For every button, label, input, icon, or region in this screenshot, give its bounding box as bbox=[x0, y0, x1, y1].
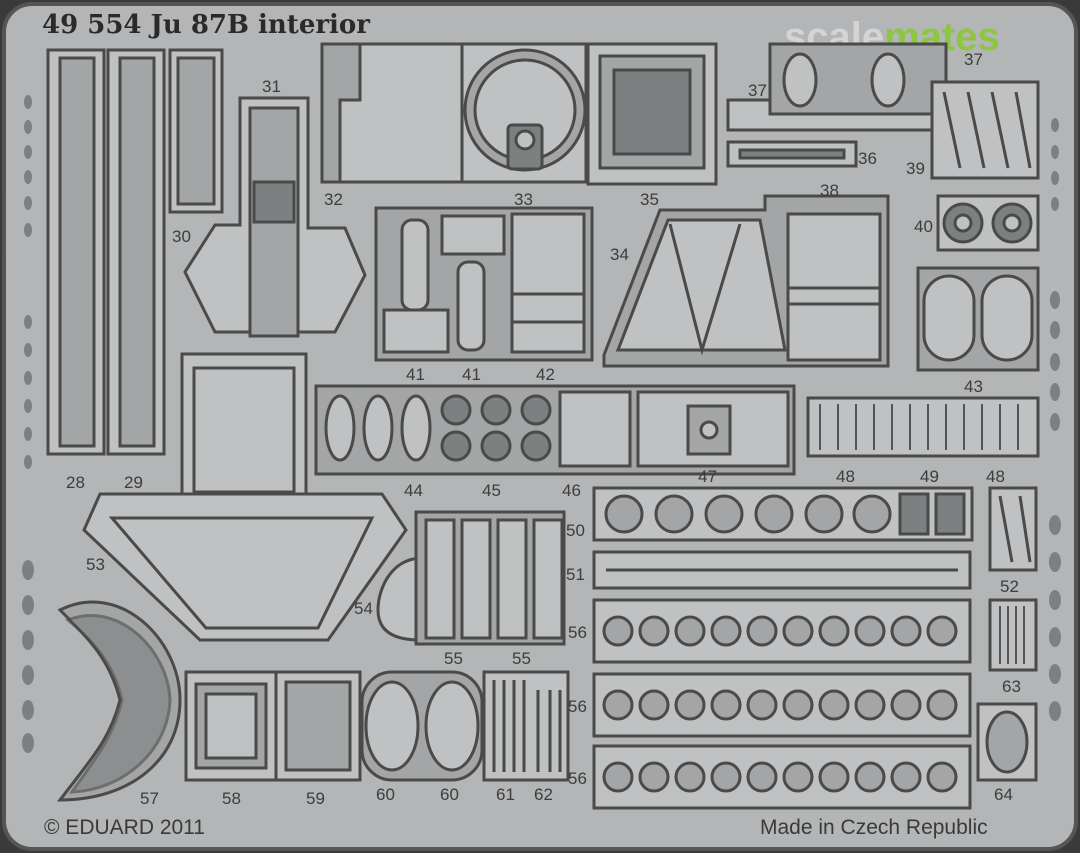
label-28: 28 bbox=[66, 473, 85, 492]
part-61-62 bbox=[482, 670, 570, 782]
label-37: 37 bbox=[748, 81, 767, 100]
part-37 bbox=[726, 42, 950, 132]
label-56b: 56 bbox=[568, 697, 587, 716]
part-64 bbox=[976, 702, 1038, 782]
label-55b: 55 bbox=[512, 649, 531, 668]
part-labels: 28 29 30 31 32 33 35 37 37 36 39 38 40 3… bbox=[66, 50, 1021, 808]
label-50: 50 bbox=[566, 521, 585, 540]
part-63 bbox=[988, 598, 1038, 672]
label-41: 41 bbox=[406, 365, 425, 384]
label-36: 36 bbox=[858, 149, 877, 168]
label-53: 53 bbox=[86, 555, 105, 574]
part-50 bbox=[592, 486, 974, 542]
part-51 bbox=[592, 550, 972, 590]
part-43 bbox=[916, 266, 1040, 372]
label-60: 60 bbox=[376, 785, 395, 804]
watermark-logo: scalemates bbox=[784, 15, 1000, 59]
label-52: 52 bbox=[1000, 577, 1019, 596]
part-56-discs bbox=[602, 615, 958, 793]
label-38: 38 bbox=[820, 181, 839, 200]
label-58: 58 bbox=[222, 789, 241, 808]
label-62: 62 bbox=[534, 785, 553, 804]
label-46: 46 bbox=[562, 481, 581, 500]
part-52 bbox=[988, 486, 1038, 572]
part-57 bbox=[56, 600, 182, 802]
label-44: 44 bbox=[404, 481, 423, 500]
part-48-strip bbox=[806, 396, 1040, 458]
part-44-47-row bbox=[314, 384, 796, 476]
drop-markers-right-bottom bbox=[1049, 515, 1061, 721]
part-31 bbox=[183, 96, 367, 338]
drop-markers-left bbox=[22, 95, 34, 753]
label-64: 64 bbox=[994, 785, 1013, 804]
drop-markers-right-top bbox=[1051, 118, 1059, 211]
part-29 bbox=[106, 48, 166, 456]
label-56c: 56 bbox=[568, 769, 587, 788]
part-30 bbox=[168, 48, 224, 214]
label-31: 31 bbox=[262, 77, 281, 96]
part-39 bbox=[930, 80, 1040, 180]
part-60 bbox=[360, 670, 484, 782]
label-61: 61 bbox=[496, 785, 515, 804]
label-37b: 37 bbox=[964, 50, 983, 69]
sheet-title: 49 554 Ju 87B interior bbox=[42, 10, 370, 40]
part-32 bbox=[320, 42, 464, 184]
part-58 bbox=[184, 670, 278, 782]
label-57: 57 bbox=[140, 789, 159, 808]
label-41b: 41 bbox=[462, 365, 481, 384]
part-33 bbox=[460, 42, 588, 184]
label-60b: 60 bbox=[440, 785, 459, 804]
part-41-42-block bbox=[374, 206, 594, 362]
part-36 bbox=[726, 140, 858, 168]
label-33: 33 bbox=[514, 190, 533, 209]
label-43: 43 bbox=[964, 377, 983, 396]
label-34: 34 bbox=[610, 245, 629, 264]
label-59: 59 bbox=[306, 789, 325, 808]
label-40: 40 bbox=[914, 217, 933, 236]
label-48b: 48 bbox=[986, 467, 1005, 486]
origin-text: Made in Czech Republic bbox=[760, 816, 988, 839]
label-55: 55 bbox=[444, 649, 463, 668]
label-42: 42 bbox=[536, 365, 555, 384]
label-35: 35 bbox=[640, 190, 659, 209]
part-34-38 bbox=[602, 194, 890, 368]
part-59 bbox=[274, 670, 362, 782]
label-45: 45 bbox=[482, 481, 501, 500]
copyright-text: © EDUARD 2011 bbox=[44, 816, 205, 839]
label-56: 56 bbox=[568, 623, 587, 642]
label-63: 63 bbox=[1002, 677, 1021, 696]
label-39: 39 bbox=[906, 159, 925, 178]
drop-markers-right-mid bbox=[1050, 291, 1060, 431]
part-54-55 bbox=[376, 510, 566, 646]
label-32: 32 bbox=[324, 190, 343, 209]
label-30: 30 bbox=[172, 227, 191, 246]
part-40 bbox=[936, 194, 1040, 252]
label-29: 29 bbox=[124, 473, 143, 492]
label-51: 51 bbox=[566, 565, 585, 584]
label-49: 49 bbox=[920, 467, 939, 486]
part-28 bbox=[46, 48, 106, 456]
part-35 bbox=[586, 42, 718, 186]
part-53 bbox=[82, 352, 408, 642]
label-54: 54 bbox=[354, 599, 373, 618]
label-47: 47 bbox=[698, 467, 717, 486]
label-48: 48 bbox=[836, 467, 855, 486]
